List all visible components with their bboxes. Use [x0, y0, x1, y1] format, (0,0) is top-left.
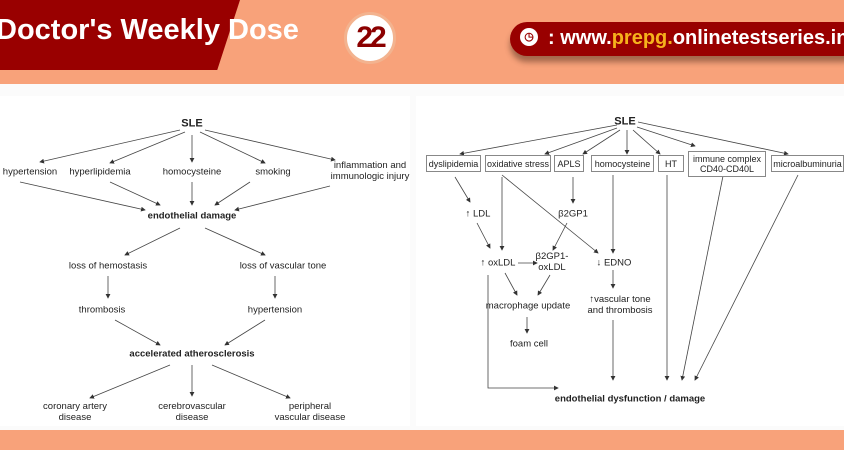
edno: ↓ EDNO [596, 257, 632, 269]
website-link[interactable]: : www.prepg.onlinetestseries.in [548, 27, 844, 49]
endothelial-damage: endothelial damage [147, 210, 237, 222]
b2gp1: β2GP1 [558, 208, 588, 220]
footer-band [0, 430, 844, 450]
box-homocysteine: homocysteine [591, 155, 654, 172]
issue-badge: 22 [344, 12, 396, 64]
clock-icon: ◷ [520, 28, 538, 46]
url-pill [510, 22, 844, 56]
factor-homocysteine: homocysteine [162, 166, 222, 178]
b2gp1-oxldl: β2GP1-oxLDL [535, 251, 569, 273]
loss-of-vascular-tone: loss of vascular tone [239, 260, 327, 272]
accelerated-atherosclerosis: accelerated atherosclerosis [129, 348, 255, 360]
box-microalbuminuria: microalbuminuria [771, 155, 844, 172]
box-ht: HT [658, 155, 684, 172]
endothelial-dysfunction: endothelial dysfunction / damage [554, 393, 706, 405]
page-title: Doctor's Weekly Dose [0, 14, 299, 46]
factor-hypertension: hypertension [2, 166, 58, 178]
macrophage-update: macrophage update [485, 300, 571, 312]
hypertension-result: hypertension [247, 304, 303, 316]
box-dyslipidemia: dyslipidemia [426, 155, 481, 172]
loss-of-hemostasis: loss of hemostasis [68, 260, 148, 272]
right-root-sle: SLE [614, 115, 636, 128]
factor-smoking: smoking [255, 166, 291, 178]
thrombosis: thrombosis [78, 304, 126, 316]
oxldl: ↑ oxLDL [480, 257, 516, 269]
factor-hyperlipidemia: hyperlipidemia [69, 166, 131, 178]
box-oxidative-stress: oxidative stress [485, 155, 551, 172]
left-root-sle: SLE [181, 117, 203, 130]
left-diagram-panel [0, 96, 410, 426]
foam-cell: foam cell [509, 338, 549, 350]
box-apls: APLS [554, 155, 584, 172]
ldl: ↑ LDL [465, 208, 491, 220]
